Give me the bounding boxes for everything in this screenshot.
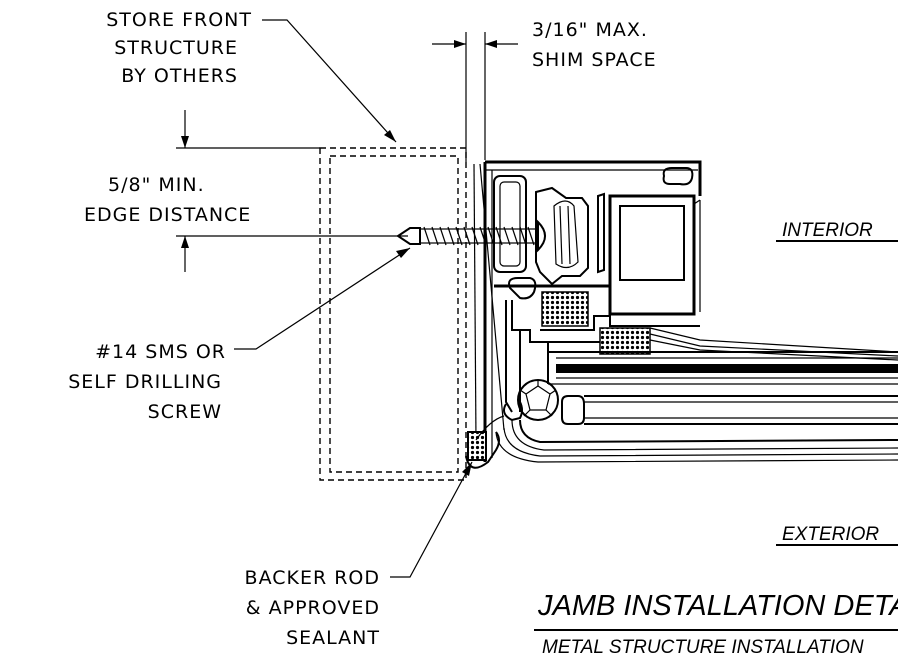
title-sub: METAL STRUCTURE INSTALLATION — [542, 637, 864, 658]
edge-distance-label: 5/8" MIN. EDGE DISTANCE — [84, 174, 251, 226]
svg-text:& APPROVED: & APPROVED — [246, 597, 380, 619]
exterior-label: EXTERIOR — [776, 524, 898, 546]
screw-label: #14 SMS OR SELF DRILLING SCREW — [68, 341, 226, 423]
store-front-label: STORE FRONT STRUCTURE BY OTHERS — [106, 9, 252, 87]
svg-text:EDGE DISTANCE: EDGE DISTANCE — [84, 204, 251, 226]
shim-dimension — [432, 32, 518, 162]
svg-text:BY OTHERS: BY OTHERS — [121, 65, 238, 87]
svg-text:STORE FRONT: STORE FRONT — [106, 9, 252, 31]
svg-text:INTERIOR: INTERIOR — [782, 220, 873, 241]
svg-text:SEALANT: SEALANT — [286, 627, 380, 649]
edge-distance-dimension — [176, 110, 408, 272]
interior-label: INTERIOR — [776, 220, 898, 242]
svg-text:EXTERIOR: EXTERIOR — [782, 524, 879, 545]
screw-leader — [234, 247, 411, 350]
frame-profile — [465, 160, 898, 469]
svg-text:#14 SMS OR: #14 SMS OR — [95, 341, 226, 363]
backer-rod-label: BACKER ROD & APPROVED SEALANT — [245, 567, 380, 649]
svg-text:5/8" MIN.: 5/8" MIN. — [108, 174, 205, 196]
svg-text:SHIM SPACE: SHIM SPACE — [532, 49, 657, 71]
store-front-structure — [319, 147, 467, 481]
screw — [396, 219, 546, 253]
svg-text:SELF DRILLING: SELF DRILLING — [68, 371, 222, 393]
svg-text:STRUCTURE: STRUCTURE — [114, 37, 238, 59]
backer-rod-leader — [390, 461, 473, 578]
title-block: JAMB INSTALLATION DETAIL METAL STRUCTURE… — [534, 590, 898, 658]
svg-text:BACKER ROD: BACKER ROD — [245, 567, 380, 589]
store-front-leader — [262, 19, 397, 143]
title-main: JAMB INSTALLATION DETAIL — [537, 590, 898, 622]
svg-text:SCREW: SCREW — [148, 401, 222, 423]
shim-label: 3/16" MAX. SHIM SPACE — [532, 19, 657, 71]
svg-text:3/16" MAX.: 3/16" MAX. — [532, 19, 648, 41]
